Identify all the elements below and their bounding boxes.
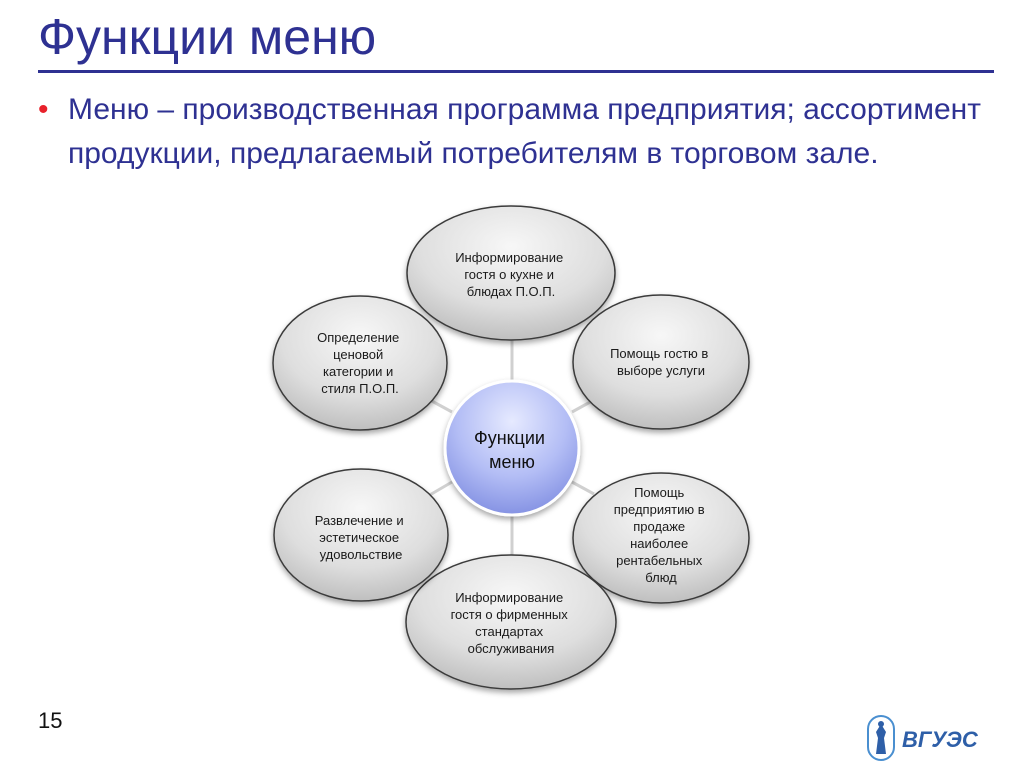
center-node: Функции меню — [443, 379, 581, 517]
logo-text: ВГУЭС — [902, 727, 979, 752]
bullet-dot-icon: • — [38, 93, 49, 126]
university-logo-icon: ВГУЭС — [867, 715, 979, 761]
bullet-text: Меню – производственная программа предпр… — [68, 93, 981, 170]
bullet-list: • Меню – производственная программа пред… — [38, 88, 998, 176]
bullet-item: • Меню – производственная программа пред… — [38, 88, 998, 176]
node-bottom-label: Информирование гостя о фирменных стандар… — [451, 590, 572, 656]
node-bottom: Информирование гостя о фирменных стандар… — [405, 554, 617, 690]
connector-bottom-right — [571, 480, 595, 496]
connectors — [427, 340, 595, 556]
node-top-left-label: Определение ценовой категории и стиля П.… — [317, 330, 403, 396]
node-bottom-right: Помощь предприятию в продаже наиболее ре… — [572, 472, 750, 604]
node-top-left: Определение ценовой категории и стиля П.… — [272, 295, 448, 431]
node-bottom-left-label: Развлечение и эстетическое удовольствие — [315, 513, 407, 562]
title-divider — [38, 70, 994, 73]
node-bottom-right-label: Помощь предприятию в продаже наиболее ре… — [614, 485, 708, 585]
node-top: Информирование гостя о кухне и блюдах П.… — [406, 205, 616, 341]
page-number: 15 — [38, 708, 63, 733]
connector-top-left — [429, 398, 453, 414]
node-top-right-label: Помощь гостю в выборе услуги — [610, 346, 712, 378]
connector-top-right — [571, 399, 593, 414]
node-top-label: Информирование гостя о кухне и блюдах П.… — [455, 250, 567, 299]
node-bottom-left: Развлечение и эстетическое удовольствие — [273, 468, 449, 602]
slide-title: Функции меню — [38, 9, 377, 65]
connector-bottom-left — [427, 480, 453, 498]
node-top-right: Помощь гостю в выборе услуги — [572, 294, 750, 430]
center-node-label: Функции меню — [474, 428, 550, 472]
